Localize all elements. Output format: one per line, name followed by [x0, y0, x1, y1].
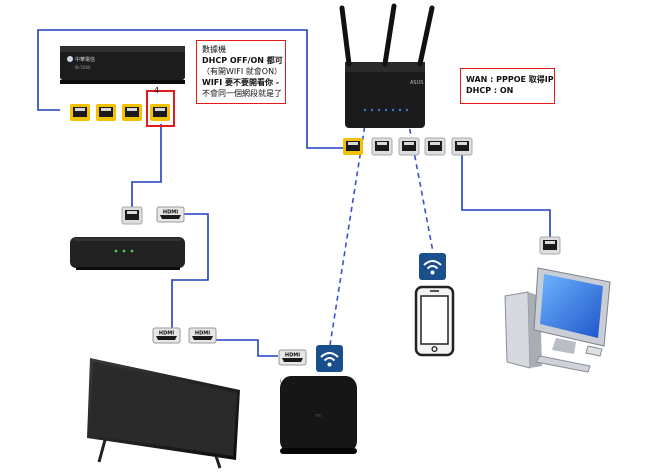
modem-note-line: （有開WIFI 就會ON）: [202, 67, 283, 76]
ethernet-cables: [37, 29, 551, 357]
set-top-box-icon: [70, 237, 185, 270]
hdmi-port-icon: HDMI: [188, 327, 217, 344]
port-number-label: 4: [154, 86, 160, 95]
phone-icon: [414, 285, 455, 357]
hdmi-label: HDMI: [285, 353, 300, 359]
hdmi-label: HDMI: [159, 331, 174, 337]
hdmi-port-icon: HDMI: [278, 349, 307, 366]
hdmi-label: HDMI: [195, 331, 210, 337]
router-icon: ASUS: [339, 3, 435, 128]
router-ports: [343, 137, 473, 156]
modem-config-note: 數據機 DHCP OFF/ON 都可 （有開WIFI 就會ON） WIFI 要不…: [196, 40, 286, 104]
ethernet-port-icon: [539, 236, 561, 255]
modem-ports: [70, 90, 175, 127]
router-config-note: WAN : PPPOE 取得IP DHCP : ON: [460, 68, 555, 104]
router-to-pc-cable: [461, 150, 551, 238]
port-4-highlight: [146, 90, 175, 127]
modem-note-line: 數據機: [202, 45, 226, 54]
router-note-line: DHCP : ON: [466, 86, 514, 95]
ethernet-port-icon: [70, 104, 90, 121]
modem-to-stb-cable: [131, 124, 162, 210]
media-player-icon: mi: [280, 376, 357, 454]
stb-to-tv-hdmi-cable: [171, 213, 209, 330]
modem-to-router-cable: [37, 29, 350, 149]
ethernet-port-icon: [150, 104, 170, 121]
wifi-link-player: [329, 117, 367, 346]
modem-note-line: 不會同一個網段就是了: [202, 89, 282, 98]
ethernet-port-icon: [343, 138, 363, 155]
ethernet-port-icon: [424, 137, 446, 156]
tv-icon: [87, 358, 240, 469]
hdmi-label: HDMI: [163, 210, 178, 216]
ethernet-port-icon: [398, 137, 420, 156]
wifi-icon: [316, 345, 343, 372]
modem-model: IB-5000: [75, 65, 91, 70]
router-brand: ASUS: [410, 80, 423, 86]
modem-note-line: WIFI 要不要開看你 -: [202, 78, 280, 87]
ethernet-port-icon: [122, 104, 142, 121]
modem-note-line: DHCP OFF/ON 都可: [202, 56, 283, 65]
tv-box-brand: mi: [315, 413, 321, 419]
tv-to-player-hdmi-cable: [206, 339, 278, 357]
ethernet-port-icon: [96, 104, 116, 121]
ethernet-port-icon: [451, 137, 473, 156]
hdmi-port-icon: HDMI: [156, 206, 185, 223]
desktop-computer-icon: [504, 267, 611, 373]
modem-brand: 中華電信: [75, 56, 95, 63]
wifi-icon: [419, 253, 446, 280]
ethernet-port-icon: [371, 137, 393, 156]
ethernet-port-icon: [121, 206, 143, 225]
router-note-line: WAN : PPPOE 取得IP: [466, 75, 554, 84]
modem-icon: 中華電信 IB-5000: [60, 46, 185, 84]
hdmi-port-icon: HDMI: [152, 327, 181, 344]
